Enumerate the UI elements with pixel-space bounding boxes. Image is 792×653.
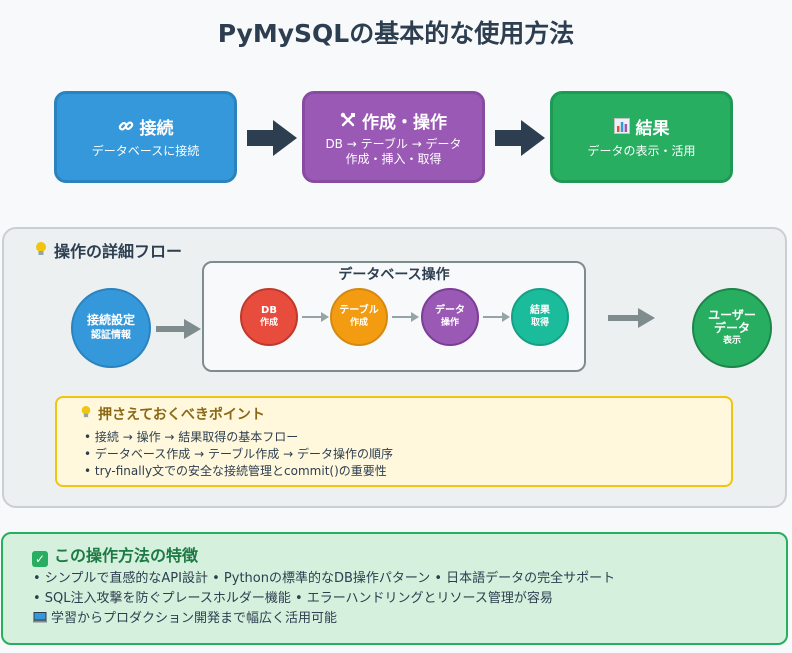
database-operations-title: データベース操作 xyxy=(338,267,450,283)
list-item: • SQL注入攻撃を防ぐプレースホルダー機能 • エラーハンドリングとリソース管… xyxy=(33,591,553,606)
step-subtitle: データの表示・活用 xyxy=(587,144,696,158)
flow-step-sublabel: 作成 xyxy=(349,318,368,328)
flow-arrow-icon xyxy=(495,120,545,156)
key-points-title: 押さえておくべきポイント xyxy=(80,404,265,424)
list-item: • try-finally文での安全な接続管理とcommit()の重要性 xyxy=(84,464,387,478)
list-item: • シンプルで直感的なAPI設計 • Pythonの標準的なDB操作パターン •… xyxy=(33,571,616,586)
flow-end-label: ユーザー xyxy=(708,307,756,322)
flow-step-result-fetch: 結果 取得 xyxy=(511,288,569,346)
flow-step-table-create: テーブル 作成 xyxy=(330,288,388,346)
chart-icon xyxy=(613,118,630,139)
page-title: PyMySQLの基本的な使用方法 xyxy=(217,19,575,48)
flow-step-data-operate: データ 操作 xyxy=(421,288,479,346)
step-box-result: 結果 データの表示・活用 xyxy=(550,91,733,183)
step-subtitle: データベースに接続 xyxy=(91,144,200,158)
flow-arrow-icon xyxy=(483,312,510,322)
flow-step-sublabel: 作成 xyxy=(259,318,278,328)
step-title: 作成・操作 xyxy=(362,113,447,133)
flow-arrow-icon xyxy=(302,312,329,322)
features-panel xyxy=(1,532,788,645)
tools-icon xyxy=(340,112,356,133)
features-list: • シンプルで直感的なAPI設計 • Pythonの標準的なDB操作パターン •… xyxy=(33,569,615,629)
detail-flow-title-text: 操作の詳細フロー xyxy=(54,242,183,261)
flow-start-sublabel: 認証情報 xyxy=(91,330,131,341)
bulb-icon xyxy=(34,241,48,261)
key-points-list: • 接続 → 操作 → 結果取得の基本フロー • データベース作成 → テーブル… xyxy=(84,429,393,480)
flow-end-circle: ユーザー データ 表示 xyxy=(692,288,772,368)
list-item: 学習からプロダクション開発まで幅広く活用可能 xyxy=(33,609,615,629)
flow-end-sublabel: 表示 xyxy=(722,335,741,346)
flow-step-db-create: DB 作成 xyxy=(240,288,298,346)
step-box-connect: 接続 データベースに接続 xyxy=(54,91,237,183)
check-icon: ✓ xyxy=(32,551,48,567)
flow-arrow-icon xyxy=(392,312,419,322)
flow-arrow-icon xyxy=(608,308,655,328)
flow-start-circle: 接続設定 認証情報 xyxy=(71,288,151,368)
flow-start-label: 接続設定 xyxy=(86,313,135,327)
step-title: 結果 xyxy=(635,119,670,139)
step-title: 接続 xyxy=(139,119,174,139)
flow-step-label: DB xyxy=(261,305,277,316)
step-subtitle-2: 作成・挿入・取得 xyxy=(345,152,442,166)
flow-step-label: テーブル xyxy=(339,305,379,316)
link-icon xyxy=(118,118,134,139)
flow-step-label: データ xyxy=(435,305,465,316)
flow-step-label: 結果 xyxy=(530,305,550,316)
list-item: • データベース作成 → テーブル作成 → データ操作の順序 xyxy=(84,447,393,461)
bulb-icon xyxy=(80,405,92,423)
flow-arrow-icon xyxy=(156,319,201,339)
flow-end-label-2: データ xyxy=(713,320,750,335)
step-subtitle: DB → テーブル → データ xyxy=(325,137,462,151)
key-points-box xyxy=(55,396,733,487)
computer-icon xyxy=(33,610,47,623)
detail-flow-title: 操作の詳細フロー xyxy=(34,238,182,262)
features-title-text: この操作方法の特徴 xyxy=(54,546,199,565)
flow-step-sublabel: 取得 xyxy=(530,318,549,328)
features-title: ✓ この操作方法の特徴 xyxy=(32,542,198,567)
step-box-operate: 作成・操作 DB → テーブル → データ 作成・挿入・取得 xyxy=(302,91,485,183)
flow-step-sublabel: 操作 xyxy=(440,318,459,328)
list-item: • 接続 → 操作 → 結果取得の基本フロー xyxy=(84,430,299,444)
key-points-title-text: 押さえておくべきポイント xyxy=(98,407,265,423)
flow-arrow-icon xyxy=(247,120,297,156)
list-item-text: 学習からプロダクション開発まで幅広く活用可能 xyxy=(51,611,338,626)
